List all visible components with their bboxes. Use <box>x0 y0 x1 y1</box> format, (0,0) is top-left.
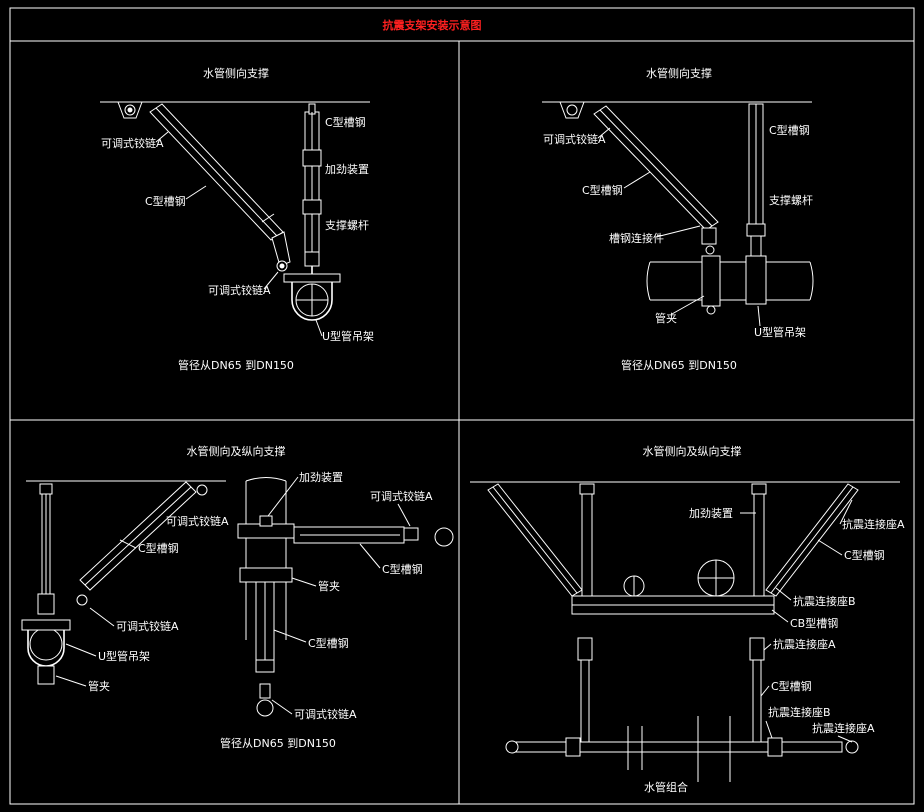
left-hanger-shape-3 <box>21 483 71 685</box>
label-seat-a-bottom-4: 抗震连接座A <box>812 721 875 735</box>
panel-3-title: 水管侧向及纵向支撑 <box>187 444 286 458</box>
label-c-channel-right-2: C型槽钢 <box>769 123 810 137</box>
label-c-channel-left-2: C型槽钢 <box>582 183 623 197</box>
panel-4: 水管侧向及纵向支撑 <box>470 444 905 794</box>
sheet-border <box>9 7 915 805</box>
label-hinge-a-bottom-3: 可调式铰链A <box>294 707 357 721</box>
label-c-channel-right: C型槽钢 <box>325 115 366 129</box>
label-hinge-a-top-3: 可调式铰链A <box>166 514 229 528</box>
label-reinforce-4: 加劲装置 <box>689 507 733 520</box>
label-reinforce-3: 加劲装置 <box>299 471 343 484</box>
panel-4-caption: 水管组合 <box>644 780 688 794</box>
label-hinge-a-mid-3: 可调式铰链A <box>116 619 179 633</box>
hinge-top-shape-2 <box>559 101 585 119</box>
u-hanger-shape <box>283 251 341 321</box>
label-u-hanger: U型管吊架 <box>322 329 374 343</box>
panel-1-title: 水管侧向支撑 <box>203 66 269 80</box>
label-c-channel-top-4: C型槽钢 <box>844 548 885 562</box>
panel-4-title: 水管侧向及纵向支撑 <box>643 444 742 458</box>
vertical-channel-shape <box>302 103 322 253</box>
label-rod: 支撑螺杆 <box>325 218 369 232</box>
label-clamp-2: 管夹 <box>655 311 677 325</box>
panel-2-caption: 管径从DN65 到DN150 <box>621 358 737 372</box>
label-seat-a-mid-4: 抗震连接座A <box>773 637 836 651</box>
label-seat-b-bottom-4: 抗震连接座B <box>768 705 831 719</box>
diagonal-channel-shape-2 <box>593 105 719 231</box>
connector-shape <box>701 227 717 255</box>
label-clamp-right-3: 管夹 <box>318 579 340 593</box>
panel-3-caption: 管径从DN65 到DN150 <box>220 736 336 750</box>
label-connector: 槽钢连接件 <box>609 232 664 245</box>
label-clamp-left-3: 管夹 <box>88 679 110 693</box>
label-hinge-a-right-3: 可调式铰链A <box>370 489 433 503</box>
panel-2-title: 水管侧向支撑 <box>646 66 712 80</box>
top-frame-shape-4 <box>487 483 859 615</box>
label-cb-channel-4: CB型槽钢 <box>790 616 838 630</box>
label-hinge-a-2: 可调式铰链A <box>543 132 606 146</box>
label-u-hanger-2: U型管吊架 <box>754 325 806 339</box>
right-assembly-shape-3 <box>237 477 454 717</box>
label-c-channel-mid-4: C型槽钢 <box>771 679 812 693</box>
label-seat-b-top-4: 抗震连接座B <box>793 594 856 608</box>
diagonal-channel-shape-3 <box>76 481 208 606</box>
label-u-hanger-3: U型管吊架 <box>98 649 150 663</box>
panel-1: 水管侧向支撑 <box>100 66 374 372</box>
label-rod-2: 支撑螺杆 <box>769 193 813 207</box>
label-c-channel-bottom-3: C型槽钢 <box>308 636 349 650</box>
label-seat-a-top-4: 抗震连接座A <box>842 517 905 531</box>
panel-1-caption: 管径从DN65 到DN150 <box>178 358 294 372</box>
hinge-bottom-shape <box>271 231 291 272</box>
label-hinge-a-top: 可调式铰链A <box>101 136 164 150</box>
vertical-channel-shape-2 <box>746 103 766 259</box>
label-hinge-a-bottom: 可调式铰链A <box>208 283 271 297</box>
bottom-frame-shape-4 <box>505 637 859 782</box>
panel-3: 水管侧向及纵向支撑 <box>21 444 454 750</box>
diagonal-channel-shape <box>149 103 284 241</box>
panel-2: 水管侧向支撑 可调式铰链A <box>542 66 814 372</box>
label-c-channel-right-3: C型槽钢 <box>382 562 423 576</box>
label-c-channel-3: C型槽钢 <box>138 541 179 555</box>
hinge-top-shape <box>117 101 143 119</box>
pipe-shape-2 <box>646 255 814 315</box>
label-c-channel-left: C型槽钢 <box>145 194 186 208</box>
drawing-title: 抗震支架安装示意图 <box>383 18 482 32</box>
label-reinforce: 加劲装置 <box>325 163 369 176</box>
